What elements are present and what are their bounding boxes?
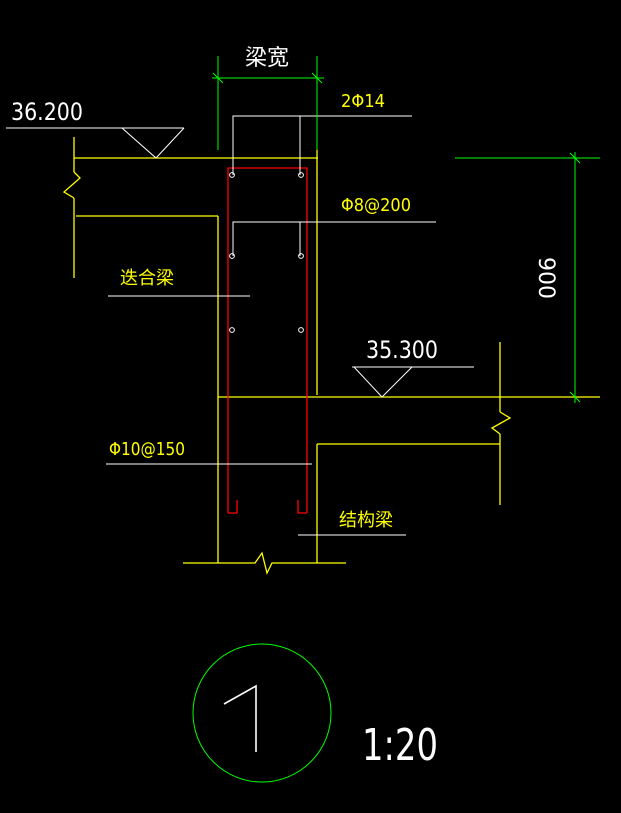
leader-stirrup-upper: [232, 221, 436, 256]
upper-slab-break-mark: [62, 171, 81, 199]
rebar-dot: [298, 327, 304, 333]
dim-900-tick-bottom: [569, 391, 581, 403]
leader-lines: [6, 115, 474, 536]
structural-beam-label: 结构梁: [339, 510, 393, 531]
rebar-dot: [298, 253, 304, 259]
rebar-bars: [229, 172, 304, 333]
detail-number-glyph: [223, 684, 257, 752]
elevation-lower-label: 35.300: [366, 336, 438, 364]
stirrup-left-leg: [227, 167, 308, 513]
stirrup-left-hook: [228, 500, 238, 514]
leader-top-bars: [232, 115, 412, 175]
elevation-markers: [121, 127, 413, 398]
elevation-upper-label: 36.200: [11, 98, 83, 126]
dim-900-tick-top: [569, 152, 581, 164]
stirrup-upper-label: Φ8@200: [341, 195, 411, 216]
rebar-dot: [229, 172, 235, 178]
elev-upper-triangle: [121, 127, 185, 159]
detail-circle: [192, 643, 332, 783]
rebar-dot: [229, 327, 235, 333]
stirrup-right-hook: [297, 500, 307, 514]
composite-beam-label: 迭合梁: [120, 268, 174, 289]
scale-label: 1:20: [362, 720, 438, 771]
beam-bottom-break-line: [183, 551, 346, 575]
dimension-900-label: 900: [533, 257, 558, 299]
elev-lower-triangle: [353, 366, 413, 398]
structure-outline: [62, 137, 600, 575]
stirrup-lower-label: Φ10@150: [109, 439, 185, 460]
dim-beam-width-tick-left: [212, 72, 224, 84]
dimension-lines: [192, 56, 600, 783]
detail-number-one-icon: [223, 684, 257, 752]
dim-beam-width-tick-right: [311, 72, 323, 84]
rebar-dot: [229, 253, 235, 259]
lower-slab-break-mark: [490, 411, 512, 435]
rebar-top-label: 2Φ14: [341, 91, 385, 112]
rebar-dot: [298, 172, 304, 178]
rebar-cage: [227, 167, 308, 514]
beam-width-label: 梁宽: [245, 46, 289, 71]
